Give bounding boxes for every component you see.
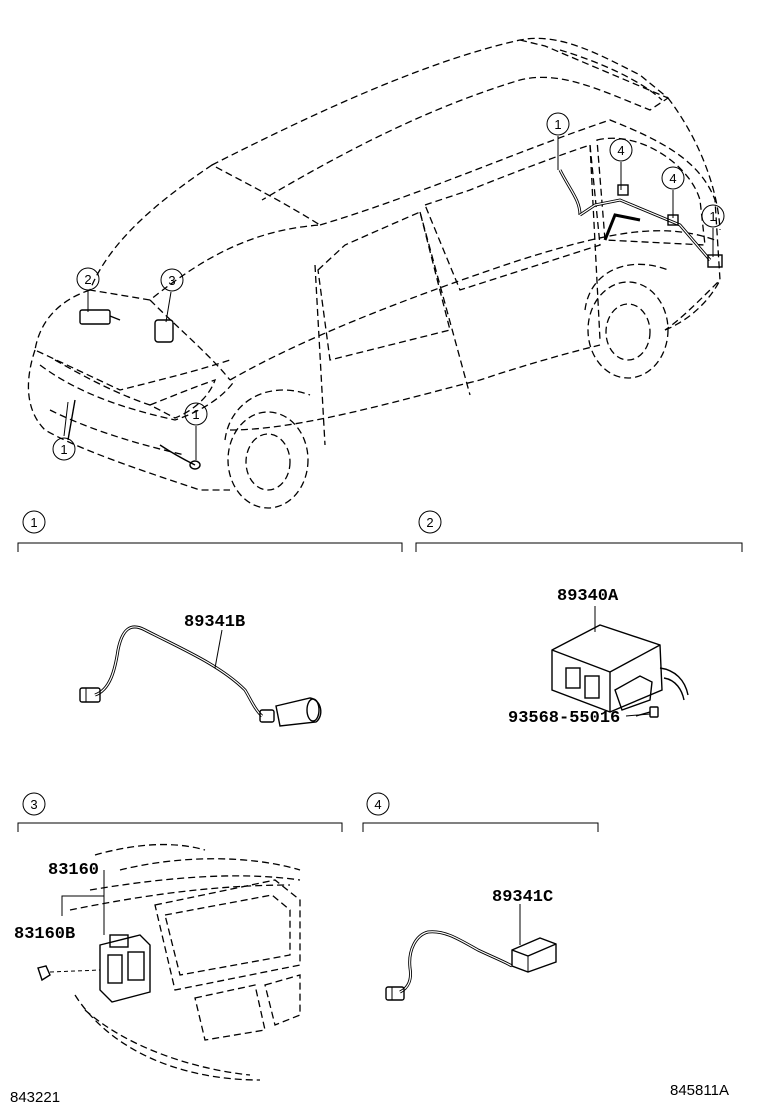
callout-leaders [63,136,714,460]
svg-text:3: 3 [30,797,37,812]
svg-text:2: 2 [84,272,91,287]
part-number-83160: 83160 [48,861,99,880]
callout-2-front: 2 [76,267,100,291]
vehicle-parts [67,169,723,470]
computer-location [79,309,111,325]
part-number-89340a: 89340A [557,587,619,606]
part-number-89341c: 89341C [492,888,553,907]
svg-text:1: 1 [192,407,199,422]
callout-1-front-right: 1 [184,402,208,426]
footer-right-code: 845811A [670,1082,729,1099]
svg-text:1: 1 [60,442,67,457]
footer-left-code: 843221 [10,1089,60,1106]
svg-text:4: 4 [374,797,381,812]
section-2-header: 2 [415,510,743,552]
callout-3-front: 3 [160,268,184,292]
part-number-83160b: 83160B [14,925,75,944]
section-3-header: 3 [17,792,343,832]
svg-text:2: 2 [426,515,433,530]
switch-location [154,319,174,343]
computer-89340a-illustration [551,606,689,718]
svg-text:1: 1 [30,515,37,530]
sensor-89341c-illustration [385,904,557,1001]
part-number-93568-55016: 93568-55016 [508,709,620,728]
vehicle-callouts: 1 4 4 1 2 3 1 1 [52,112,725,461]
vehicle-outline [27,37,721,509]
svg-text:4: 4 [669,171,676,186]
part-number-89341b: 89341B [184,613,245,632]
section-1-header: 1 [17,510,403,552]
section-4-header: 4 [362,792,599,832]
svg-text:1: 1 [709,209,716,224]
svg-text:3: 3 [168,273,175,288]
svg-text:1: 1 [554,117,561,132]
sensor-89341b-illustration [79,625,322,727]
callout-1-rear-top: 1 [546,112,570,136]
callout-4-rear-b: 4 [661,166,685,190]
callout-1-rear-right: 1 [701,204,725,228]
callout-1-front-left: 1 [52,437,76,461]
switch-83160-illustration [37,843,301,1081]
svg-text:4: 4 [617,143,624,158]
callout-4-rear-a: 4 [609,138,633,162]
